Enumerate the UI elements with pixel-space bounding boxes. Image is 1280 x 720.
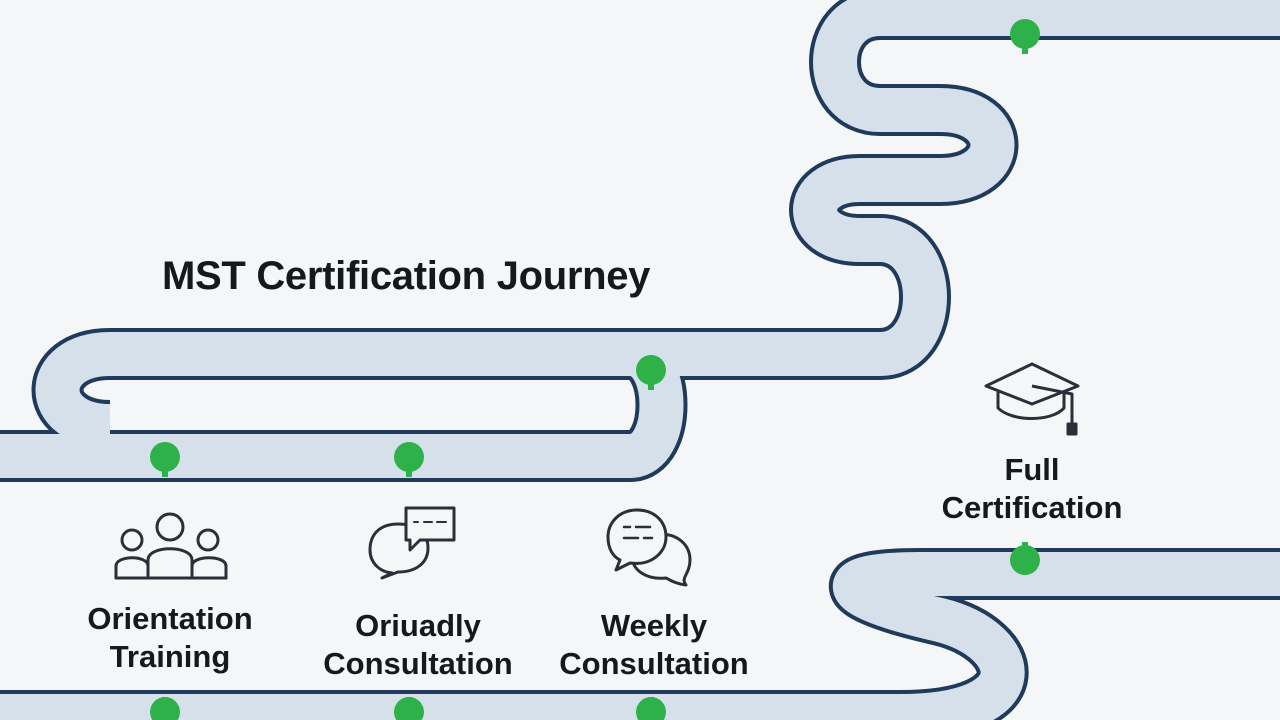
milestone-label-orientation: Orientation Training — [60, 600, 280, 676]
milestone-label-weekly: Weekly Consultation — [534, 607, 774, 683]
milestone-label-line2: Consultation — [559, 646, 749, 681]
milestone-label-line2: Training — [109, 639, 231, 674]
milestone-pins — [150, 19, 1040, 720]
milestone-label-line1: Full — [1004, 452, 1060, 487]
milestone-label-line2: Consultation — [323, 646, 513, 681]
milestone-pin — [636, 697, 666, 720]
milestone-pin — [1010, 19, 1040, 54]
milestone-label-line1: Weekly — [600, 608, 708, 643]
chat-bubbles-icon — [368, 506, 456, 580]
milestone-label-line1: Orientation — [87, 601, 253, 636]
milestone-pin — [1010, 542, 1040, 575]
milestone-pin — [150, 697, 180, 720]
page-title: MST Certification Journey — [162, 254, 651, 298]
people-icon — [114, 512, 228, 580]
milestone-pin — [636, 355, 666, 390]
milestone-label-full-certification: Full Certification — [912, 451, 1152, 527]
milestone-label-oriuadly: Oriuadly Consultation — [298, 607, 538, 683]
milestone-pin — [394, 442, 424, 477]
graduation-cap-icon — [984, 362, 1080, 436]
speech-bubbles-icon — [606, 508, 692, 587]
milestone-pin — [150, 442, 180, 477]
milestone-pin — [394, 697, 424, 720]
milestone-label-line1: Oriuadly — [355, 608, 481, 643]
milestone-label-line2: Certification — [941, 490, 1123, 525]
